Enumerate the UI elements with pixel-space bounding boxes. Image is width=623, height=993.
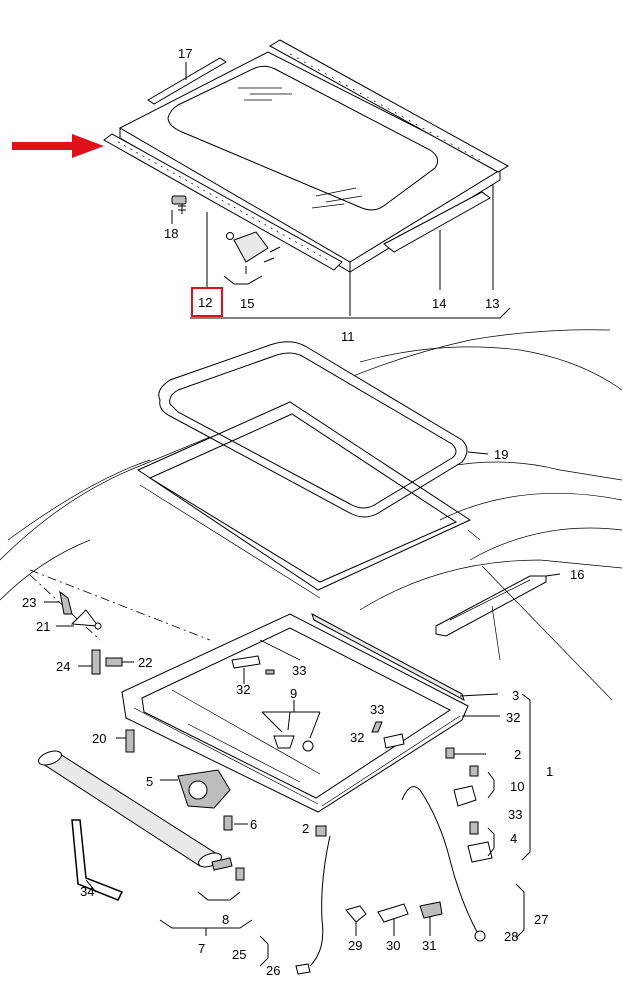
glass-panel-assembly: [103, 39, 511, 319]
callout-33: 33: [370, 702, 384, 717]
callout-33: 33: [292, 663, 306, 678]
wind-deflector-16: [435, 565, 613, 701]
callout-30: 30: [386, 938, 400, 953]
callout-7: 7: [198, 941, 205, 956]
callout-20: 20: [92, 731, 106, 746]
callout-34: 34: [80, 884, 94, 899]
callout-4: 4: [510, 831, 517, 846]
callout-labels: 17 18 12 15 11 14 13 19 16 23 21 24 22 3…: [22, 46, 584, 978]
callout-21: 21: [36, 619, 50, 634]
callout-12: 12: [198, 295, 212, 310]
callout-5: 5: [146, 774, 153, 789]
callout-27: 27: [534, 912, 548, 927]
frame-seal-19: [136, 341, 489, 599]
callout-2: 2: [302, 821, 309, 836]
callout-1: 1: [546, 764, 553, 779]
callout-32: 32: [350, 730, 364, 745]
highlight-arrow: [12, 134, 104, 158]
frame-small-parts: [38, 590, 531, 975]
callout-11: 11: [341, 329, 355, 344]
callout-8: 8: [222, 912, 229, 927]
callout-9: 9: [290, 686, 297, 701]
callout-16: 16: [570, 567, 584, 582]
callout-32: 32: [236, 682, 250, 697]
callout-25: 25: [232, 947, 246, 962]
callout-15: 15: [240, 296, 254, 311]
callout-32: 32: [506, 710, 520, 725]
callout-3: 3: [512, 688, 519, 703]
highlight-box: [191, 287, 223, 317]
callout-33: 33: [508, 807, 522, 822]
callout-13: 13: [485, 296, 499, 311]
callout-22: 22: [138, 655, 152, 670]
callout-26: 26: [266, 963, 280, 978]
callout-10: 10: [510, 779, 524, 794]
callout-2: 2: [514, 747, 521, 762]
callout-17: 17: [178, 46, 192, 61]
callout-6: 6: [250, 817, 257, 832]
callout-19: 19: [494, 447, 508, 462]
callout-23: 23: [22, 595, 36, 610]
callout-29: 29: [348, 938, 362, 953]
callout-28: 28: [504, 929, 518, 944]
callout-31: 31: [422, 938, 436, 953]
callout-18: 18: [164, 226, 178, 241]
sunroof-frame: [121, 612, 500, 813]
callout-14: 14: [432, 296, 446, 311]
callout-24: 24: [56, 659, 70, 674]
